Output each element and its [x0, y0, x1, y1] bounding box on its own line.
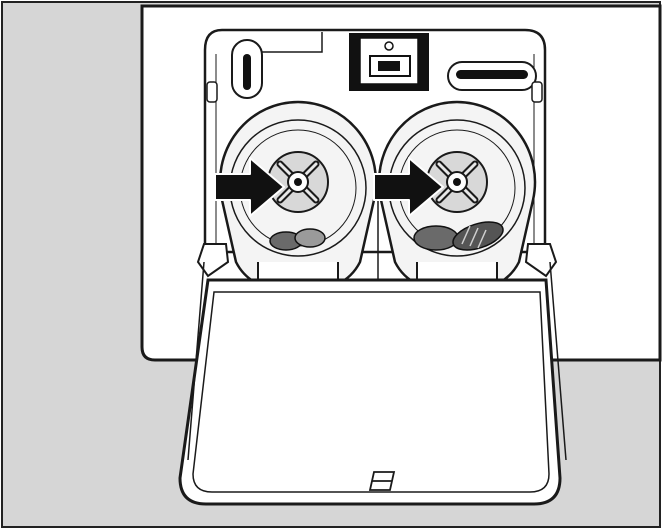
open-flap-side-right: [549, 261, 567, 461]
release-box-screw: [384, 41, 394, 51]
left-hinge: [196, 243, 230, 278]
coin: [413, 225, 459, 251]
left-filter-center-dot: [294, 178, 302, 186]
vertical-slot-inner: [243, 54, 251, 90]
release-box-tab-inner: [378, 61, 400, 71]
arrow-right-icon: [214, 157, 285, 217]
right-nub: [531, 81, 543, 103]
left-filter: [218, 100, 378, 294]
open-flap-inner: [192, 291, 550, 493]
top-lip-line: [262, 32, 323, 53]
right-filter-center-dot: [453, 178, 461, 186]
left-nub: [206, 81, 218, 103]
coin-edge-detail: [461, 225, 487, 249]
arrow-right-icon: [373, 157, 444, 217]
flap-symbol-icon: [368, 471, 396, 491]
coin: [294, 228, 326, 248]
horizontal-slot-inner: [456, 70, 528, 79]
open-flap-side-left: [187, 261, 205, 461]
coin: [452, 221, 504, 251]
open-flap: [178, 278, 562, 506]
